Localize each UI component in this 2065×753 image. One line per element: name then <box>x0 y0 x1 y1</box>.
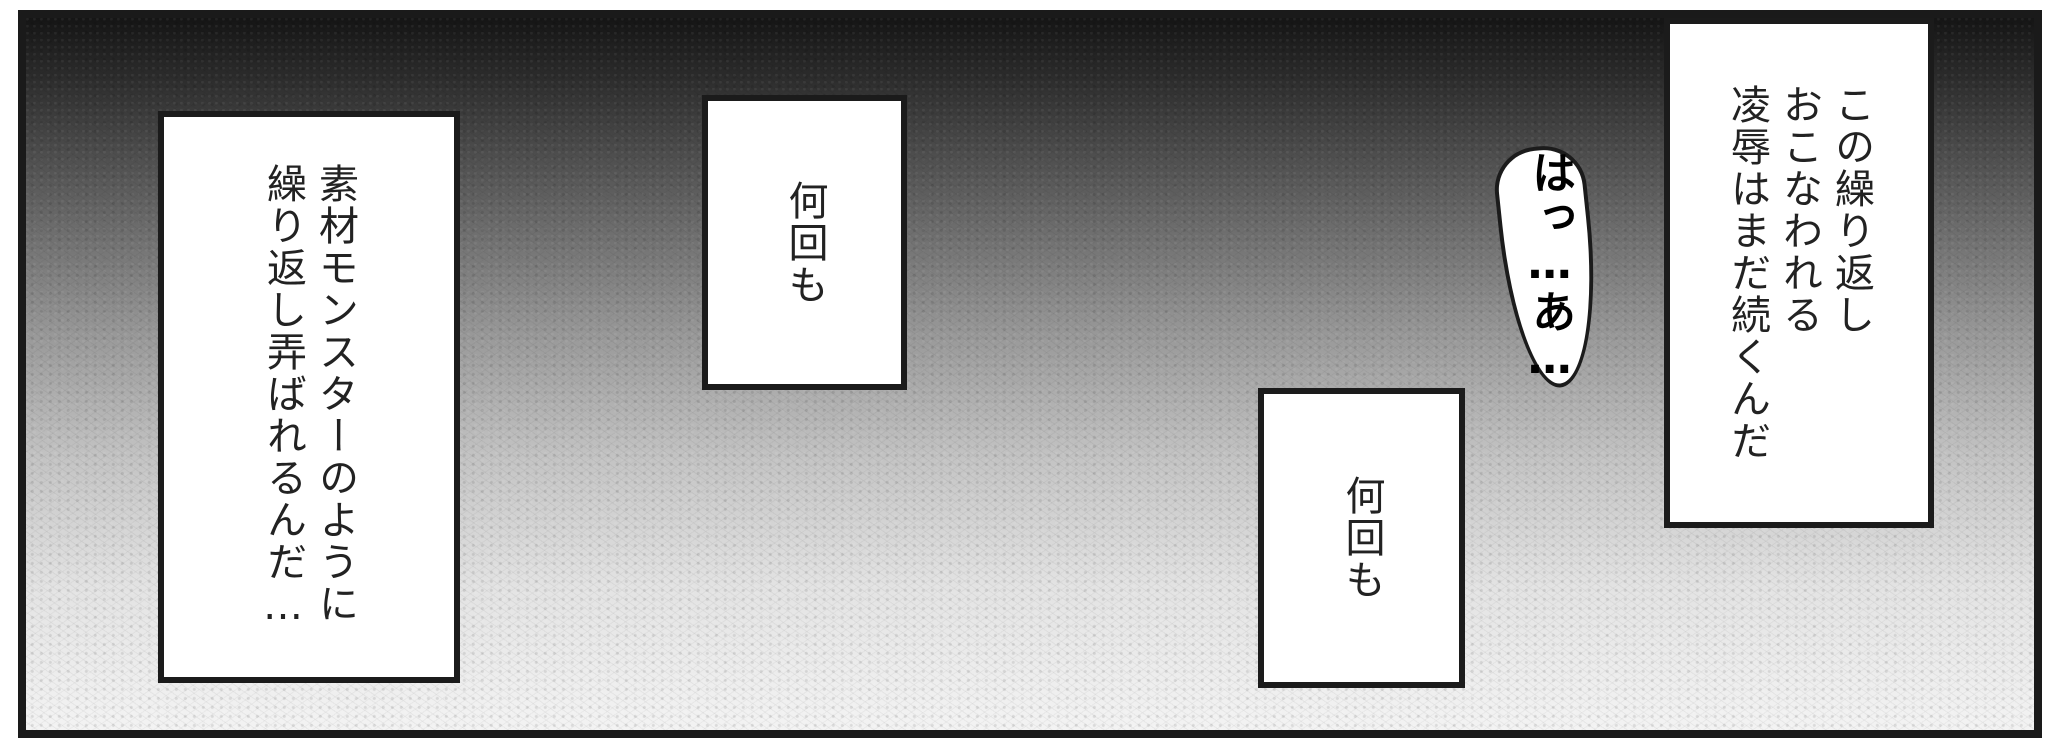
manga-panel: 素材モンスターのように 繰り返し弄ばれるんだ… 何回も 何回も この繰り返し お… <box>18 10 2042 738</box>
caption-box-center-top: 何回も <box>702 95 907 390</box>
caption-box-center-bottom: 何回も <box>1258 388 1465 688</box>
speech-bubble-text: はっ…あ… <box>1524 150 1576 384</box>
caption-text-right: この繰り返し おこなわれる 凌辱はまだ続くんだ <box>1724 84 1874 462</box>
speech-bubble: はっ…あ… <box>1490 141 1608 393</box>
caption-text-center-bottom: 何回も <box>1338 475 1385 601</box>
caption-box-left: 素材モンスターのように 繰り返し弄ばれるんだ… <box>158 111 460 683</box>
caption-box-right: この繰り返し おこなわれる 凌辱はまだ続くんだ <box>1664 18 1934 528</box>
caption-text-center-top: 何回も <box>781 179 828 306</box>
caption-text-left: 素材モンスターのように 繰り返し弄ばれるんだ… <box>260 163 358 631</box>
